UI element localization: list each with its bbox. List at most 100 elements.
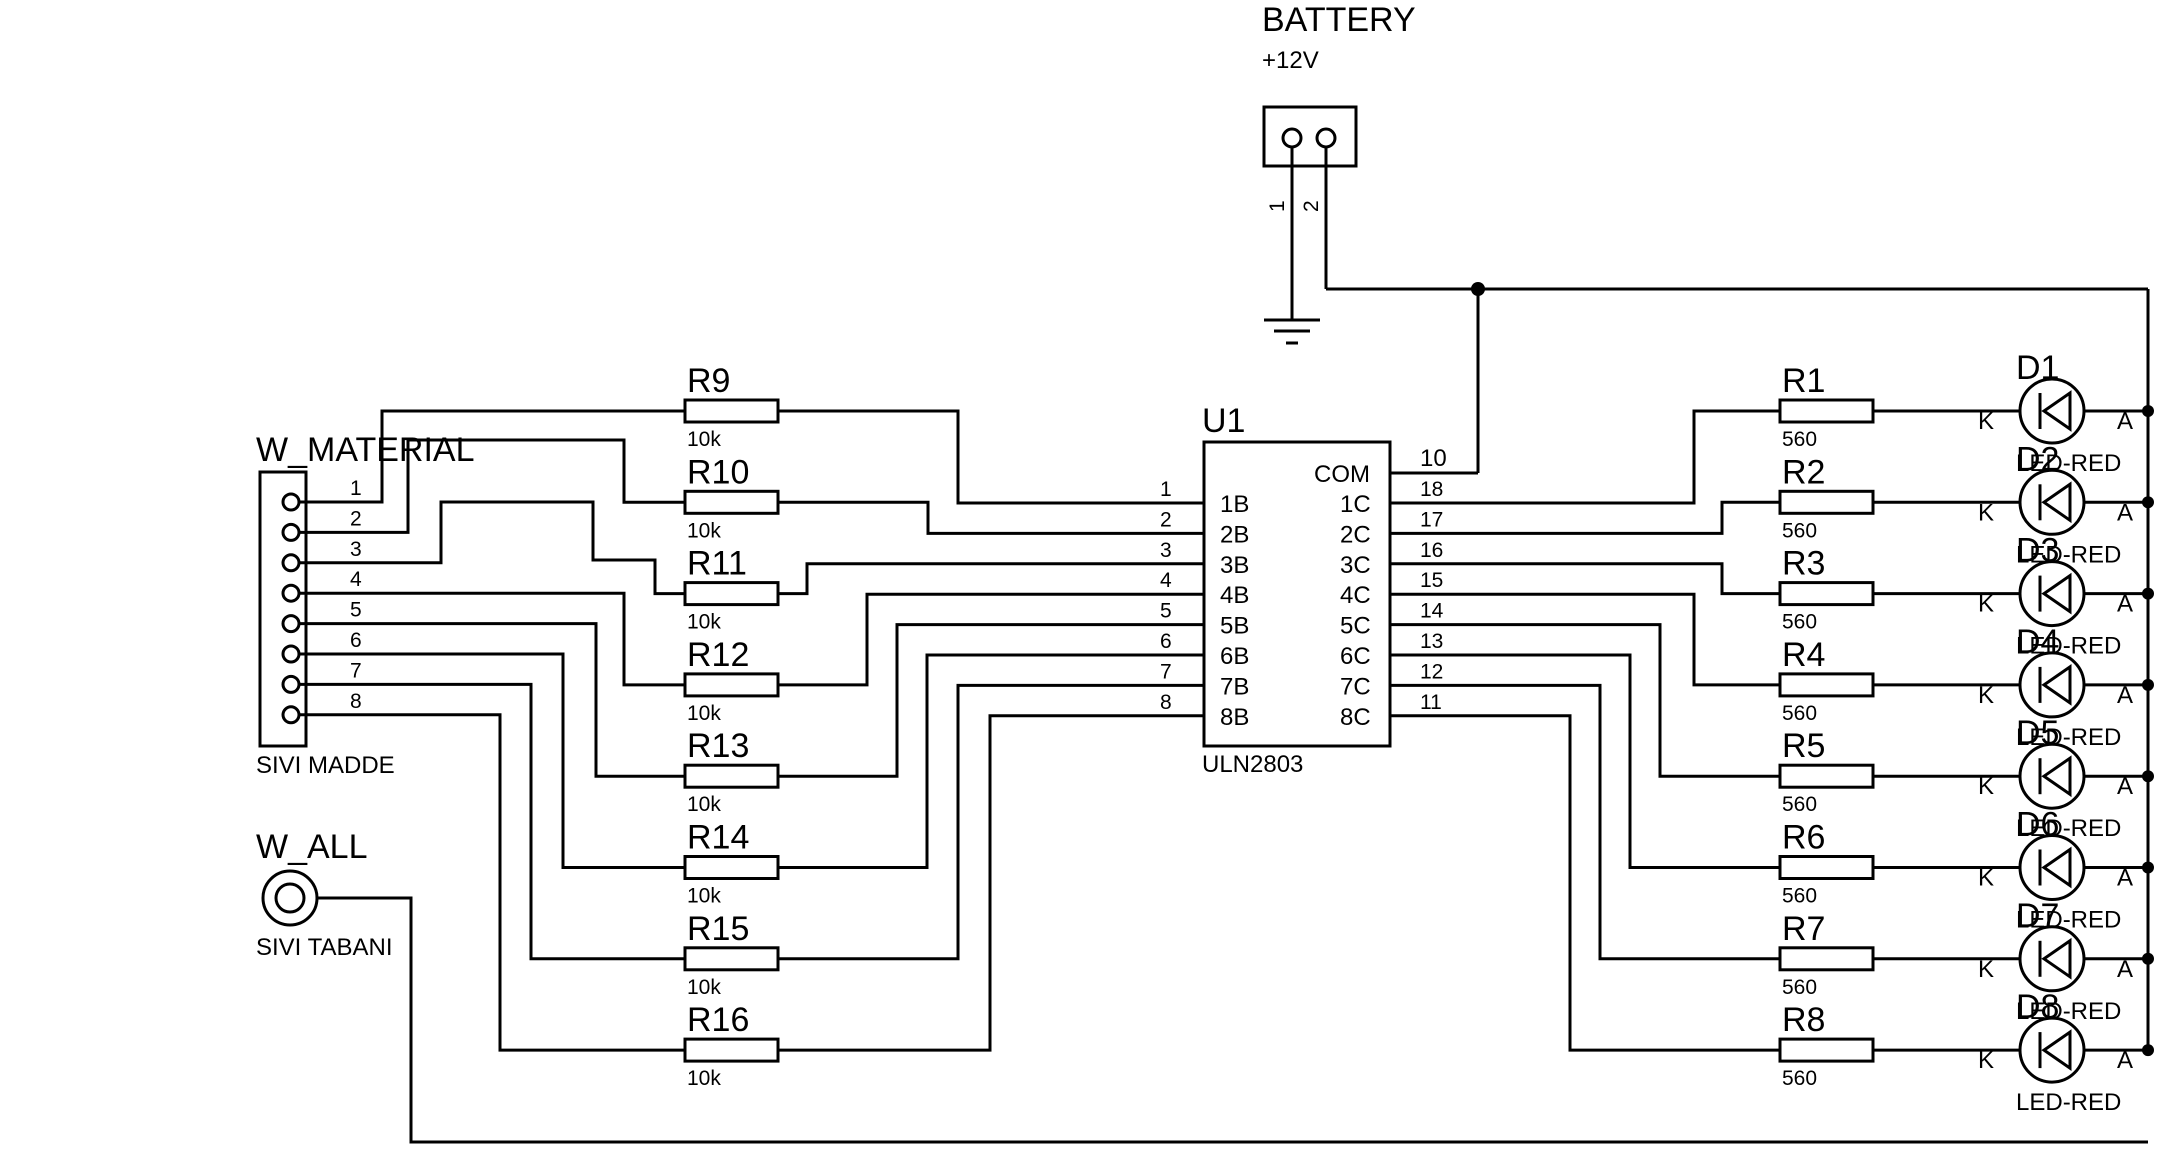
wire-connector-pin8 xyxy=(299,713,685,1052)
led-diode-symbol xyxy=(2041,390,2072,432)
output-resistor-name: R5 xyxy=(1782,727,1825,765)
led-body xyxy=(2018,1016,2086,1084)
wire-r9-to-1b xyxy=(778,409,1175,505)
wire-output-4 xyxy=(1420,592,1780,687)
led-anode-label: A xyxy=(2117,865,2133,892)
output-resistor-body xyxy=(1778,1037,1875,1063)
output-resistor-value: 560 xyxy=(1782,976,1817,999)
junction-dot xyxy=(2142,587,2154,600)
output-resistor-value: 560 xyxy=(1782,428,1817,451)
output-resistor-value: 560 xyxy=(1782,702,1817,725)
ic-output-pin-number: 13 xyxy=(1420,630,1443,653)
led-type: LED-RED xyxy=(2016,998,2121,1025)
led-diode-symbol xyxy=(2041,572,2072,615)
input-resistor-value: 10k xyxy=(687,976,721,999)
ic-input-pin-number: 8 xyxy=(1160,691,1172,714)
connector-pin-number: 6 xyxy=(350,629,362,652)
input-resistor-group: R910kR1010kR1110kR1210kR1310kR1410kR1510… xyxy=(683,362,780,1090)
input-resistor-value: 10k xyxy=(687,611,721,634)
ic-output-pin-number: 15 xyxy=(1420,569,1443,592)
ic-part-number: ULN2803 xyxy=(1202,751,1303,778)
w-all-probe: W_ALL SIVI TABANI xyxy=(256,828,2148,1144)
wire-r13-to-5b xyxy=(778,623,1175,778)
ic-input-pin-label: 8B xyxy=(1220,704,1249,731)
input-resistor-body xyxy=(683,946,780,972)
led-reference: D2 xyxy=(2016,440,2059,478)
output-resistor-name: R4 xyxy=(1782,636,1825,674)
ic-output-pin-label: 3C xyxy=(1340,552,1371,579)
connector-pin-number: 5 xyxy=(350,599,362,622)
led-type: LED-RED xyxy=(2016,907,2121,934)
led-cathode-label: K xyxy=(1978,865,1994,892)
junction-dot xyxy=(2142,678,2154,691)
ic-input-pin-label: 7B xyxy=(1220,673,1249,700)
ic-output-pin-number: 17 xyxy=(1420,508,1443,531)
wire-r11-to-3b xyxy=(778,562,1175,596)
output-resistor-value: 560 xyxy=(1782,1067,1817,1090)
ic-output-pin-number: 11 xyxy=(1420,691,1442,714)
battery-voltage: +12V xyxy=(1262,47,1319,74)
wire-output-6 xyxy=(1420,653,1780,869)
input-resistor-name: R15 xyxy=(687,910,749,948)
junction-dot xyxy=(2142,496,2154,509)
battery-name: BATTERY xyxy=(1262,1,1416,39)
led-body xyxy=(2018,925,2086,993)
led-reference: D4 xyxy=(2016,623,2059,661)
led-body xyxy=(2018,742,2086,810)
junction-dot xyxy=(2142,405,2154,417)
input-resistor-body xyxy=(683,1037,780,1063)
junction-dot xyxy=(2142,952,2154,965)
junction-dot xyxy=(2142,861,2154,874)
ic-output-pin-number: 12 xyxy=(1420,660,1443,683)
ic-pins: 11B22B33B44B55B66B77B88B181C172C163C154C… xyxy=(1160,478,1444,731)
input-resistor-value: 10k xyxy=(687,702,721,725)
output-resistor-name: R6 xyxy=(1782,819,1825,857)
output-resistor-body xyxy=(1778,946,1875,972)
wire-r16-to-8b xyxy=(778,714,1175,1052)
input-resistor-value: 10k xyxy=(687,519,721,542)
input-resistor-name: R16 xyxy=(687,1001,749,1039)
connector-label: SIVI MADDE xyxy=(256,752,395,779)
led-reference: D3 xyxy=(2016,532,2059,570)
ic-output-pin-number: 18 xyxy=(1420,478,1443,501)
input-resistor-body xyxy=(683,855,780,880)
input-resistor-value: 10k xyxy=(687,1067,721,1090)
led-diode-symbol xyxy=(2041,846,2072,889)
uln2803-ic: U1 ULN2803 COM 10 11B22B33B44B55B66B77B8… xyxy=(1160,402,1447,778)
output-resistor-body xyxy=(1778,763,1875,789)
wire-connector-pin4 xyxy=(299,591,685,687)
connector-pin-number: 8 xyxy=(350,690,362,713)
wire-connector-pin3 xyxy=(299,500,685,596)
led-cathode-label: K xyxy=(1978,499,1994,526)
output-resistor-body xyxy=(1778,489,1875,515)
ic-output-pin-label: 6C xyxy=(1340,643,1371,670)
led-type: LED-RED xyxy=(2016,724,2121,751)
battery-pin1-number: 1 xyxy=(1266,200,1289,212)
input-resistor-body xyxy=(683,672,780,698)
input-resistor-name: R9 xyxy=(687,362,730,400)
junction-dot xyxy=(2142,1044,2154,1057)
led-body xyxy=(2018,834,2086,901)
led-cathode-label: K xyxy=(1978,956,1994,983)
ic-reference: U1 xyxy=(1202,402,1245,440)
input-resistor-body xyxy=(683,763,780,789)
led-anode-label: A xyxy=(2117,682,2133,709)
wire-connector-pin7 xyxy=(299,682,685,961)
led-type: LED-RED xyxy=(2016,541,2121,568)
connector-pin-number: 1 xyxy=(350,477,362,500)
ic-output-pin-label: 7C xyxy=(1340,673,1371,700)
led-type: LED-RED xyxy=(2016,815,2121,842)
ic-input-pin-number: 1 xyxy=(1160,478,1172,501)
ic-output-pin-label: 4C xyxy=(1340,582,1371,609)
input-resistor-name: R10 xyxy=(687,453,749,491)
input-resistor-name: R11 xyxy=(687,545,747,583)
probe-label: SIVI TABANI xyxy=(256,934,393,961)
ic-com-pin: 10 xyxy=(1420,445,1447,472)
wire-r14-to-6b xyxy=(778,653,1175,869)
led-anode-label: A xyxy=(2117,591,2133,618)
led-body xyxy=(2018,560,2086,628)
ic-input-pin-label: 1B xyxy=(1220,491,1249,518)
